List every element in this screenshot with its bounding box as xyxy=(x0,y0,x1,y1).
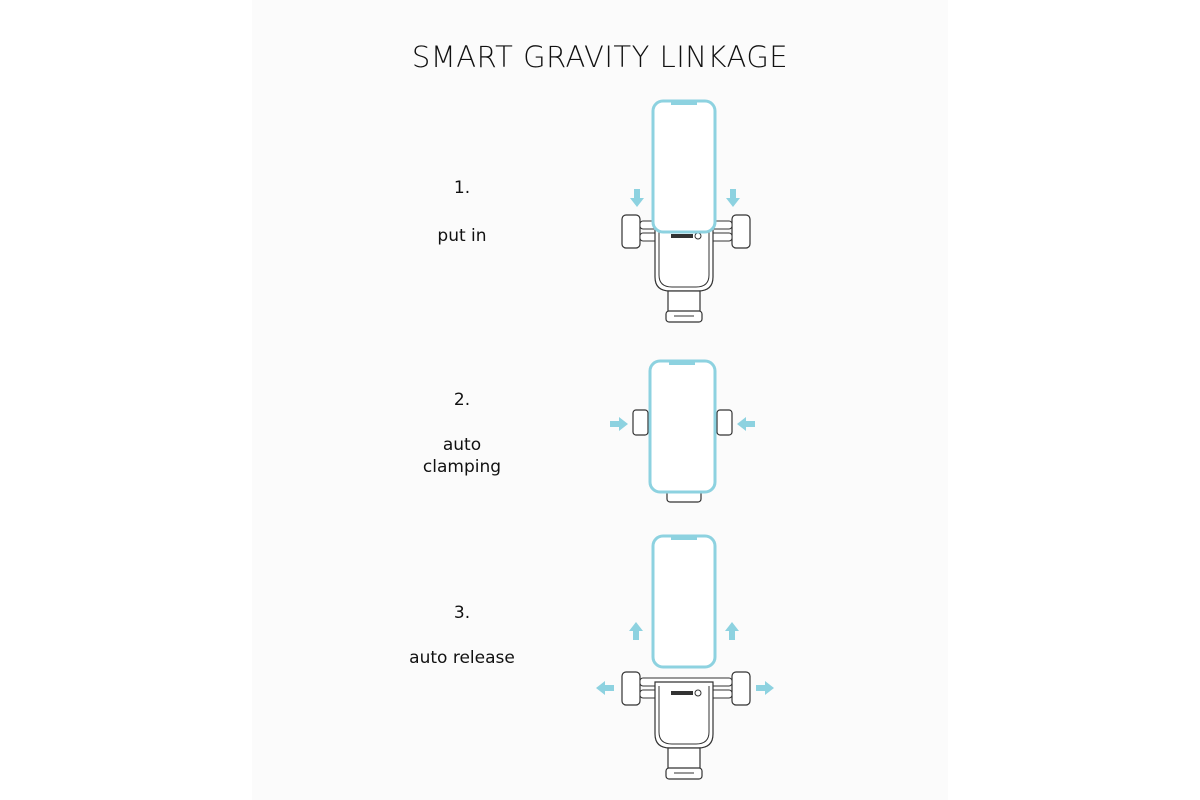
step-1-number: 1. xyxy=(453,178,471,198)
background-panel xyxy=(252,0,948,800)
phone-icon xyxy=(651,534,717,669)
arrow-right-icon xyxy=(610,417,628,431)
step-1-illustration xyxy=(621,99,751,323)
page-title: SMART GRAVITY LINKAGE xyxy=(411,40,789,74)
phone-icon xyxy=(651,99,717,234)
arrow-up-icon xyxy=(629,622,643,640)
right-grip xyxy=(716,409,733,436)
arrow-down-icon xyxy=(630,189,644,207)
phone-holder-icon xyxy=(621,671,751,780)
step-3-label: auto release xyxy=(409,648,515,668)
arrow-left-icon xyxy=(737,417,755,431)
arrow-up-icon xyxy=(725,622,739,640)
step-3-number: 3. xyxy=(453,603,471,623)
arrow-right-icon xyxy=(756,681,774,695)
step-2-illustration xyxy=(610,359,755,503)
step-2-number: 2. xyxy=(453,390,471,410)
phone-icon xyxy=(648,359,717,494)
arrow-down-icon xyxy=(726,189,740,207)
step-2-label: auto clamping xyxy=(422,435,502,477)
left-grip xyxy=(632,409,649,436)
step-3-illustration xyxy=(596,534,774,780)
step-1-label: put in xyxy=(437,226,487,246)
arrow-left-icon xyxy=(596,681,614,695)
